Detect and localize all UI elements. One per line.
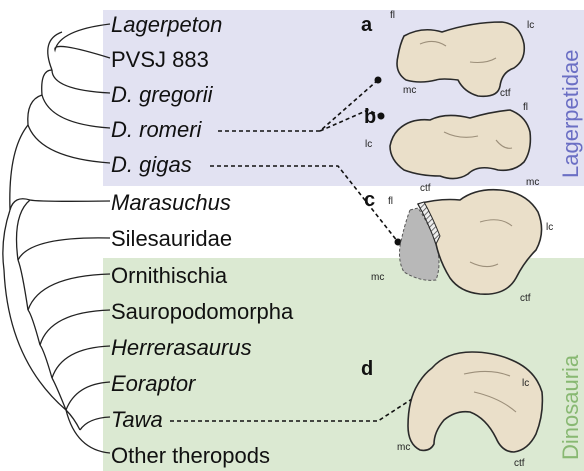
panel-d-label-lc: lc <box>522 378 529 389</box>
taxon-other-theropods: Other theropods <box>111 443 270 468</box>
connector-dot-a <box>375 77 382 84</box>
panel-b-label-mc: mc <box>526 177 539 188</box>
panel-a-label-mc: mc <box>403 85 416 96</box>
taxon-herrerasaurus: Herrerasaurus <box>111 335 252 360</box>
taxon-ornithischia: Ornithischia <box>111 263 228 288</box>
panel-b-letter: b <box>364 106 376 128</box>
panel-d-label-ctf: ctf <box>514 458 525 469</box>
taxon-marasuchus: Marasuchus <box>111 190 231 215</box>
clade-label-dinosauria: Dinosauria <box>558 354 583 460</box>
taxon-lagerpeton: Lagerpeton <box>111 12 222 37</box>
taxon-d-gregorii: D. gregorii <box>111 82 214 107</box>
panel-d-label-mc: mc <box>397 442 410 453</box>
panel-b-label-ctf: ctf <box>420 183 431 194</box>
taxon-d-romeri: D. romeri <box>111 117 203 142</box>
clade-label-lagerpetidae: Lagerpetidae <box>558 50 583 178</box>
taxon-eoraptor: Eoraptor <box>111 371 197 396</box>
panel-c-label-fl: fl <box>388 196 393 207</box>
panel-a-label-ctf: ctf <box>500 88 511 99</box>
taxon-d-gigas: D. gigas <box>111 152 192 177</box>
panel-a-label-lc: lc <box>527 20 534 31</box>
taxon-tawa: Tawa <box>111 407 163 432</box>
panel-b-label-fl: fl <box>523 102 528 113</box>
panel-b-label-lc: lc <box>365 139 372 150</box>
panel-c-label-lc: lc <box>546 222 553 233</box>
taxon-silesauridae: Silesauridae <box>111 226 232 251</box>
taxon-sauropodomorpha: Sauropodomorpha <box>111 299 294 324</box>
panel-a-label-fl: fl <box>390 10 395 21</box>
connector-dot-b <box>378 113 385 120</box>
cladogram <box>3 24 110 453</box>
panel-c-label-ctf: ctf <box>520 293 531 304</box>
taxon-pvsj-883: PVSJ 883 <box>111 47 209 72</box>
panel-c-letter: c <box>364 189 375 211</box>
panel-a-letter: a <box>361 14 373 36</box>
panel-c-label-mc: mc <box>371 272 384 283</box>
panel-d-letter: d <box>361 358 373 380</box>
